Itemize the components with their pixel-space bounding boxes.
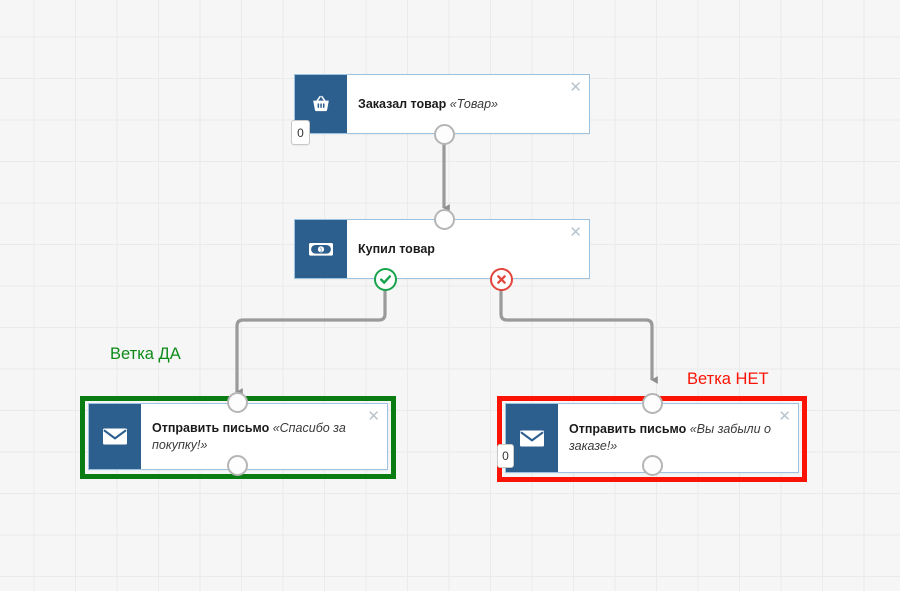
node-purchase-title: Купил товар <box>358 241 435 256</box>
node-order-text: Заказал товар «Товар» <box>358 96 498 113</box>
node-mail-no-text: Отправить письмо «Вы забыли о заказе!» <box>569 421 772 455</box>
node-order-badge: 0 <box>291 120 310 145</box>
close-icon[interactable]: ✕ <box>778 408 791 425</box>
port-mail-yes-out[interactable] <box>227 455 248 476</box>
node-mail-yes-text: Отправить письмо «Спасибо за покупку!» <box>152 420 361 454</box>
port-purchase-in[interactable] <box>434 209 455 230</box>
envelope-icon <box>89 404 141 469</box>
node-order[interactable]: Заказал товар «Товар» ✕ <box>294 74 590 134</box>
close-icon[interactable]: ✕ <box>569 224 582 241</box>
close-icon[interactable]: ✕ <box>367 408 380 425</box>
node-order-title: Заказал товар <box>358 96 447 111</box>
branch-label-yes: Ветка ДА <box>110 345 181 363</box>
node-purchase[interactable]: 1 Купил товар ✕ <box>294 219 590 279</box>
port-no-cross-icon[interactable] <box>490 268 513 291</box>
port-mail-no-out[interactable] <box>642 455 663 476</box>
node-mail-yes-body: Отправить письмо «Спасибо за покупку!» <box>141 404 387 469</box>
port-order-out[interactable] <box>434 124 455 145</box>
port-mail-no-in[interactable] <box>642 393 663 414</box>
node-mail-yes-title: Отправить письмо <box>152 420 270 435</box>
node-mail-no-badge: 0 <box>497 444 514 468</box>
node-mail-no-title: Отправить письмо <box>569 422 687 436</box>
port-mail-yes-in[interactable] <box>227 392 248 413</box>
basket-icon <box>295 75 347 133</box>
port-yes-check-icon[interactable] <box>374 268 397 291</box>
envelope-icon <box>506 404 558 472</box>
node-mail-no-body: Отправить письмо «Вы забыли о заказе!» <box>558 404 798 472</box>
branch-label-no: Ветка НЕТ <box>687 370 769 388</box>
svg-text:1: 1 <box>320 248 323 254</box>
node-purchase-text: Купил товар <box>358 241 435 258</box>
node-mail-yes-quote: «Спасибо за покупку!» <box>152 420 346 452</box>
node-mail-no-quote: «Вы забыли о заказе!» <box>569 422 771 453</box>
node-order-quote: «Товар» <box>449 96 498 111</box>
node-order-body: Заказал товар «Товар» <box>347 75 589 133</box>
wire-yes-branch <box>235 284 387 396</box>
wire-no-branch <box>499 284 658 384</box>
banknote-icon: 1 <box>295 220 347 278</box>
node-purchase-body: Купил товар <box>347 220 589 278</box>
close-icon[interactable]: ✕ <box>569 79 582 96</box>
